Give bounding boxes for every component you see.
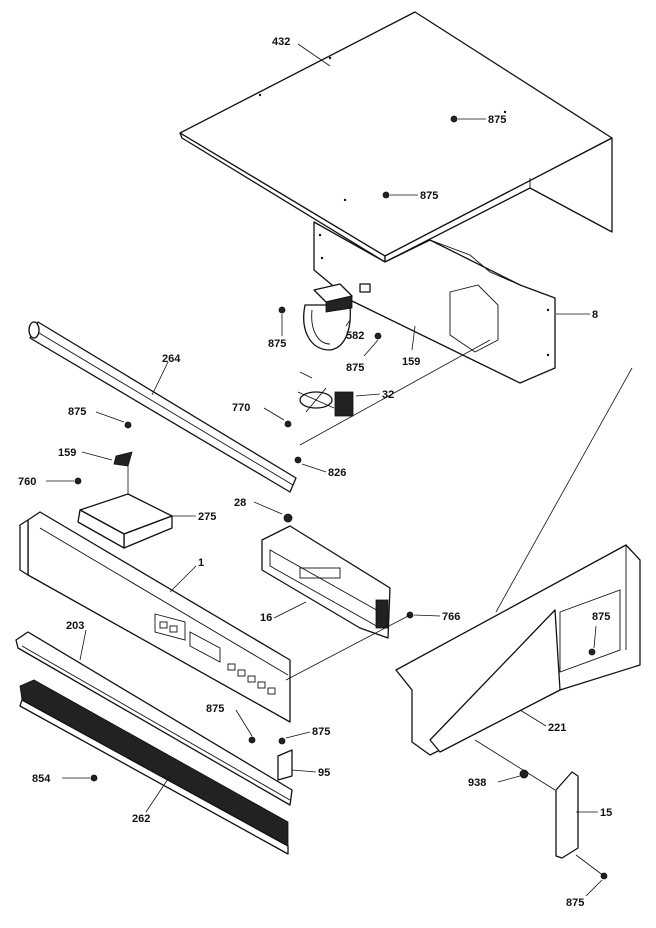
label-clip-95: 95 [318, 767, 330, 779]
label-nut-28: 28 [234, 497, 246, 509]
fan-motor [297, 371, 354, 417]
label-screw-875: 875 [420, 190, 438, 202]
rear-panel [313, 221, 556, 384]
label-screw-760: 760 [18, 476, 36, 488]
label-trim-bar: 264 [162, 353, 181, 365]
label-control-board: 16 [260, 612, 272, 624]
assembly-lines [127, 339, 633, 877]
bracket-275 [77, 493, 173, 549]
label-top-cover: 432 [272, 36, 290, 48]
thermostat-left [113, 451, 133, 467]
label-screw-875: 875 [488, 114, 506, 126]
label-screw-875: 875 [268, 338, 286, 350]
trim-bar [28, 321, 297, 493]
top-cover [179, 11, 613, 263]
trim-203 [15, 631, 293, 806]
side-panel [395, 544, 641, 756]
label-rear-panel: 8 [592, 309, 598, 321]
label-screw-875: 875 [312, 726, 330, 738]
bracket-15 [555, 771, 579, 859]
clip-95 [277, 749, 293, 781]
label-side-panel: 221 [548, 722, 566, 734]
label-nut-938: 938 [468, 777, 486, 789]
label-screw-875: 875 [206, 703, 224, 715]
label-fan-motor: 32 [382, 389, 394, 401]
label-screw-875: 875 [346, 362, 364, 374]
label-screw-770: 770 [232, 402, 250, 414]
fan-shroud [303, 283, 371, 351]
callout-labels: 432 875 875 875 582 875 159 8 264 32 770… [18, 36, 612, 909]
label-thermostat: 159 [58, 447, 76, 459]
label-screw-875: 875 [592, 611, 610, 623]
label-nut-826: 826 [328, 467, 346, 479]
label-screw-875: 875 [566, 897, 584, 909]
label-vent-grille: 262 [132, 813, 150, 825]
label-screw-766: 766 [442, 611, 460, 623]
vent-grille [19, 679, 289, 855]
control-board [261, 525, 391, 639]
label-screw-875: 875 [68, 406, 86, 418]
label-trim-203: 203 [66, 620, 84, 632]
label-bracket-15: 15 [600, 807, 612, 819]
label-fan-shroud: 582 [346, 330, 364, 342]
label-screw-854: 854 [32, 773, 51, 785]
label-bracket-275: 275 [198, 511, 216, 523]
label-control-panel: 1 [198, 557, 204, 569]
callout-leaders [46, 43, 603, 897]
label-thermostat: 159 [402, 356, 420, 368]
control-panel [19, 511, 291, 723]
